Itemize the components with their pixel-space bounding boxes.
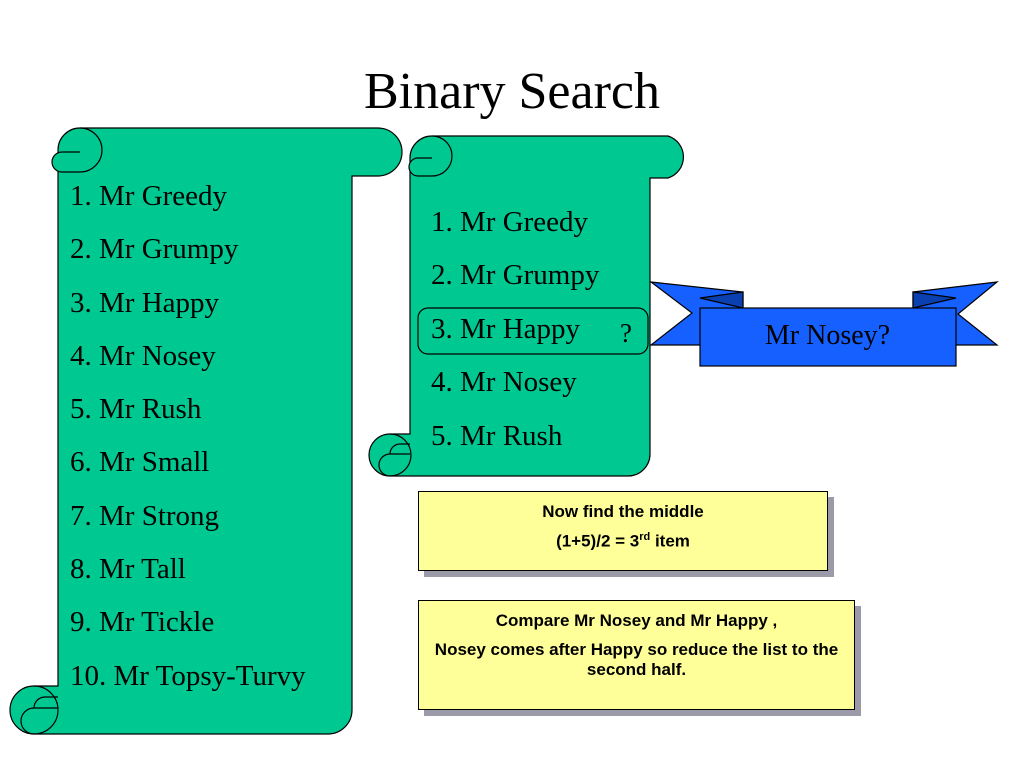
- list-item-highlighted: 3. Mr Happy: [431, 312, 581, 345]
- scroll-right-list: 1. Mr Greedy 2. Mr Grumpy 3. Mr Happy 4.…: [431, 206, 600, 475]
- note-line: Compare Mr Nosey and Mr Happy ,: [495, 611, 778, 630]
- list-item: 2. Mr Grumpy: [431, 259, 600, 292]
- note-compare: Compare Mr Nosey and Mr Happy , Nosey co…: [418, 600, 855, 710]
- note-formula: (1+5)/2 = 3rd item: [419, 531, 827, 552]
- scroll-left: [9, 127, 403, 735]
- formula-suffix: item: [650, 531, 690, 551]
- list-item: 2. Mr Grumpy: [70, 233, 239, 266]
- ribbon-banner: [648, 281, 999, 367]
- formula-text: (1+5)/2 = 3: [556, 531, 640, 551]
- highlight-box: [417, 307, 649, 355]
- scroll-left-list: 1. Mr Greedy 2. Mr Grumpy 3. Mr Happy 4.…: [70, 180, 306, 715]
- ribbon-text: Mr Nosey?: [764, 320, 891, 351]
- list-item: 4. Mr Nosey: [431, 366, 577, 399]
- list-item: 3. Mr Happy: [70, 286, 220, 319]
- note-find-middle: Now find the middle (1+5)/2 = 3rd item: [418, 491, 828, 571]
- list-item: 1. Mr Greedy: [70, 180, 228, 212]
- note-line: Nosey comes after Happy so reduce the li…: [434, 640, 839, 679]
- list-item: 6. Mr Small: [70, 446, 210, 479]
- slide-title: Binary Search: [363, 63, 660, 120]
- ordinal-suffix: rd: [639, 531, 651, 543]
- list-item: 1. Mr Greedy: [431, 206, 589, 238]
- question-mark: ?: [620, 318, 632, 348]
- list-item: 5. Mr Rush: [70, 393, 202, 426]
- list-item: 5. Mr Rush: [431, 419, 563, 452]
- list-item: 9. Mr Tickle: [70, 606, 215, 639]
- list-item: 10. Mr Topsy-Turvy: [70, 659, 306, 692]
- note-line: Now find the middle: [542, 502, 704, 521]
- list-item: 8. Mr Tall: [70, 553, 186, 586]
- list-item: 4. Mr Nosey: [70, 339, 216, 372]
- list-item: 7. Mr Strong: [70, 499, 220, 532]
- scroll-right: [368, 135, 684, 477]
